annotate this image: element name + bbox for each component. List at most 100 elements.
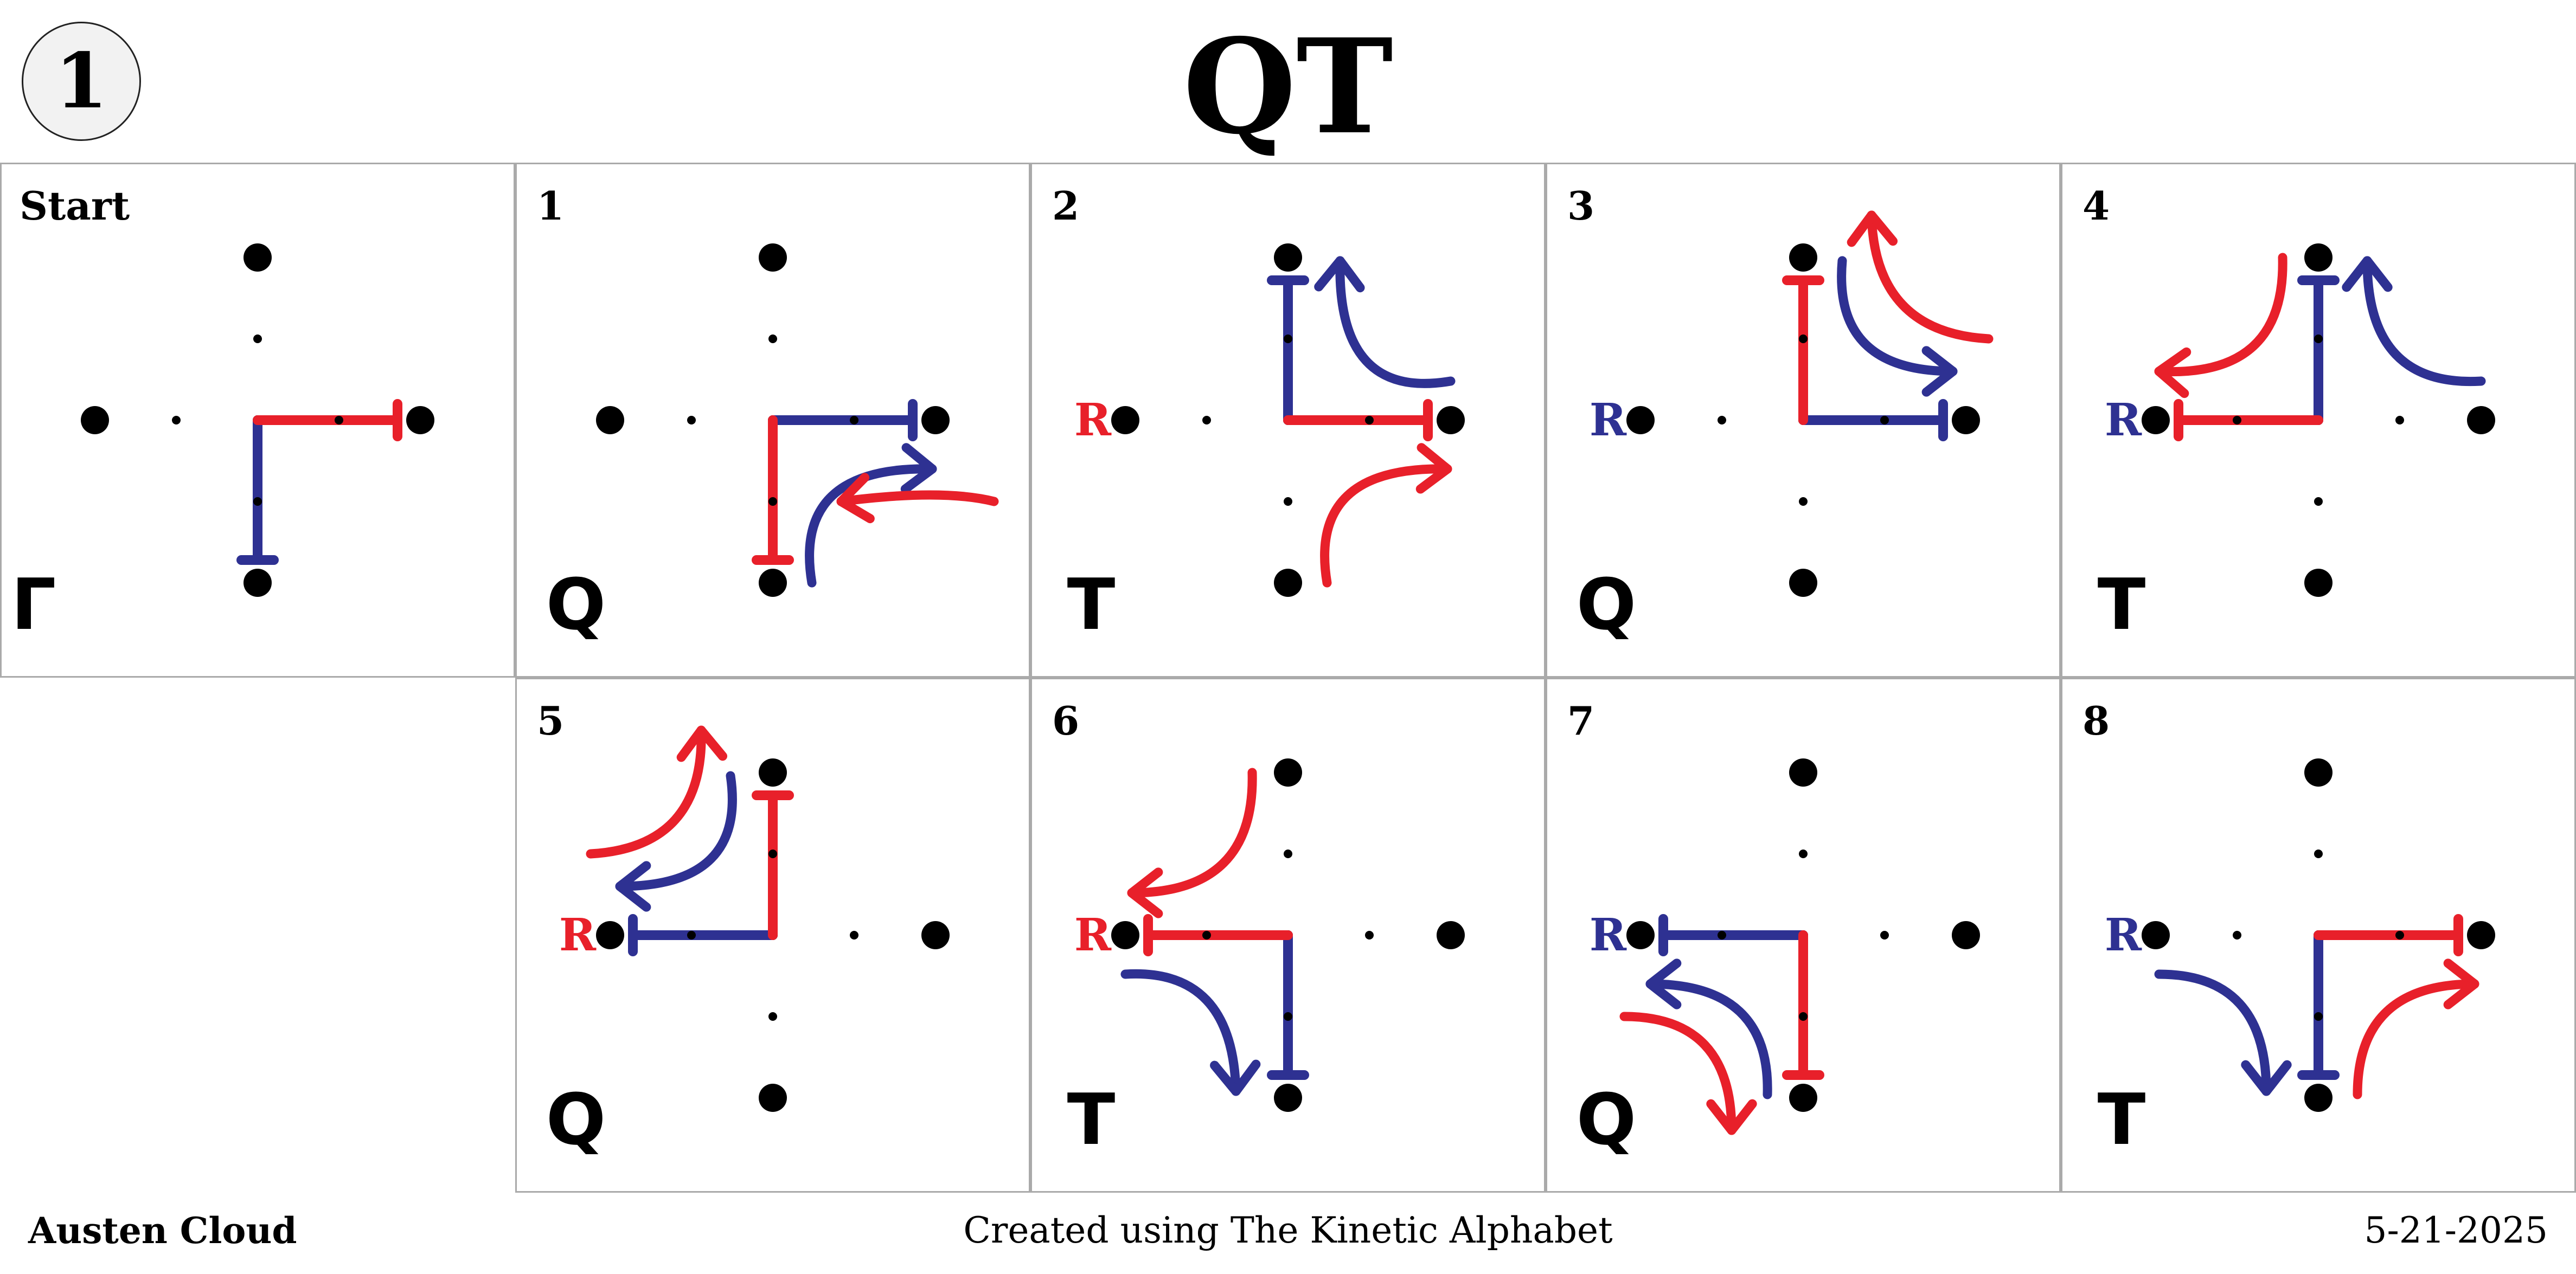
grid-point-w bbox=[596, 921, 624, 949]
staff-mid-dot bbox=[850, 416, 858, 424]
grid-layer-dot bbox=[768, 1012, 777, 1021]
grid-point-w bbox=[1626, 921, 1655, 949]
motion-arrow bbox=[615, 771, 737, 891]
letter-glyph: Q bbox=[1577, 563, 1637, 646]
date-text: 5-21-2025 bbox=[2364, 1209, 2548, 1251]
grid-layer-dot bbox=[2395, 416, 2404, 424]
grid-layer-dot bbox=[687, 416, 696, 424]
grid-layer-dot bbox=[1202, 416, 1211, 424]
grid-point-e bbox=[1437, 406, 1465, 434]
motion-arrow bbox=[1120, 969, 1241, 1096]
arrow-head bbox=[676, 725, 728, 762]
panel-label: 3 bbox=[1567, 183, 1594, 229]
grid-point-n bbox=[1274, 758, 1302, 787]
grid-point-n bbox=[759, 243, 787, 272]
staff-mid-dot bbox=[1799, 334, 1808, 343]
grid-point-s bbox=[2304, 569, 2333, 597]
grid-layer-dot bbox=[2233, 931, 2241, 940]
staff-mid-dot bbox=[1799, 1012, 1808, 1021]
panel-label: 1 bbox=[537, 183, 564, 229]
letter-glyph: Q bbox=[546, 563, 606, 646]
grid-point-s bbox=[1274, 1084, 1302, 1112]
rotation-marker: R bbox=[2105, 909, 2142, 961]
letter-glyph: T bbox=[2098, 1078, 2146, 1161]
grid-point-w bbox=[1111, 921, 1139, 949]
motion-arrow bbox=[2154, 969, 2271, 1096]
arrow-head bbox=[2342, 256, 2393, 292]
letter-glyph: T bbox=[2098, 563, 2146, 646]
panel-frame bbox=[2061, 163, 2576, 678]
staff-mid-dot bbox=[253, 497, 262, 506]
arrow-head bbox=[836, 473, 875, 524]
rotation-marker: R bbox=[2105, 394, 2142, 446]
grid-layer-dot bbox=[768, 334, 777, 343]
staff-mid-dot bbox=[2395, 931, 2404, 940]
grid-layer-dot bbox=[1284, 850, 1292, 858]
arrow-head bbox=[1415, 443, 1452, 494]
staff-mid-dot bbox=[1718, 931, 1726, 940]
motion-arrow bbox=[805, 464, 937, 588]
grid-layer-dot bbox=[1718, 416, 1726, 424]
panel-frame bbox=[1030, 163, 1546, 678]
grid-point-n bbox=[2304, 758, 2333, 787]
grid-layer-dot bbox=[1799, 497, 1808, 506]
grid-point-e bbox=[2467, 921, 2495, 949]
arrow-head bbox=[1847, 210, 1898, 247]
motion-arrow bbox=[1645, 979, 1772, 1099]
grid-layer-dot bbox=[253, 334, 262, 343]
staff-mid-dot bbox=[1284, 334, 1292, 343]
staff-mid-dot bbox=[1880, 416, 1889, 424]
grid-point-s bbox=[759, 569, 787, 597]
letter-glyph: Γ bbox=[11, 563, 56, 646]
arrow-head bbox=[2443, 958, 2479, 1009]
grid-point-s bbox=[2304, 1084, 2333, 1112]
grid-point-e bbox=[921, 921, 950, 949]
grid-point-e bbox=[406, 406, 434, 434]
grid-point-w bbox=[1111, 406, 1139, 434]
rotation-marker: R bbox=[1590, 394, 1627, 446]
motion-arrow bbox=[2353, 979, 2479, 1099]
author-name: Austen Cloud bbox=[28, 1209, 297, 1252]
arrow-head bbox=[1706, 1099, 1757, 1135]
grid-point-n bbox=[1274, 243, 1302, 272]
panel-label: 6 bbox=[1052, 698, 1079, 744]
rotation-marker: R bbox=[559, 909, 597, 961]
grid-point-w bbox=[1626, 406, 1655, 434]
arrow-head bbox=[1127, 867, 1163, 918]
grid-layer-dot bbox=[2314, 850, 2323, 858]
motion-arrow bbox=[1619, 1012, 1736, 1135]
arrow-head bbox=[1921, 346, 1958, 397]
motion-arrow bbox=[836, 490, 999, 506]
panel-label: Start bbox=[20, 183, 130, 229]
grid-point-s bbox=[1789, 1084, 1817, 1112]
rotation-marker: R bbox=[1074, 394, 1112, 446]
grid-point-s bbox=[1789, 569, 1817, 597]
page-number-badge: 1 bbox=[22, 22, 141, 141]
motion-arrow bbox=[1837, 256, 1958, 376]
motion-arrow bbox=[1335, 256, 1456, 388]
grid-point-e bbox=[921, 406, 950, 434]
page-title: QT bbox=[1183, 10, 1393, 163]
panel-label: 4 bbox=[2082, 183, 2110, 229]
grid-point-w bbox=[81, 406, 109, 434]
grid-point-n bbox=[1789, 243, 1817, 272]
grid-point-n bbox=[1789, 758, 1817, 787]
grid-point-e bbox=[2467, 406, 2495, 434]
panel-frame bbox=[0, 163, 515, 678]
staff-mid-dot bbox=[768, 850, 777, 858]
grid-layer-dot bbox=[1284, 497, 1292, 506]
grid-point-s bbox=[243, 569, 272, 597]
grid-layer-dot bbox=[1880, 931, 1889, 940]
motion-arrow bbox=[1867, 210, 1994, 344]
staff-mid-dot bbox=[1284, 1012, 1292, 1021]
staff-mid-dot bbox=[1365, 416, 1374, 424]
panel-frame bbox=[2061, 678, 2576, 1193]
staff-mid-dot bbox=[2314, 334, 2323, 343]
staff-mid-dot bbox=[687, 931, 696, 940]
grid-point-s bbox=[1274, 569, 1302, 597]
arrow-head bbox=[615, 861, 651, 912]
rotation-marker: R bbox=[1074, 909, 1112, 961]
arrow-head bbox=[1210, 1059, 1261, 1096]
staff-mid-dot bbox=[768, 497, 777, 506]
